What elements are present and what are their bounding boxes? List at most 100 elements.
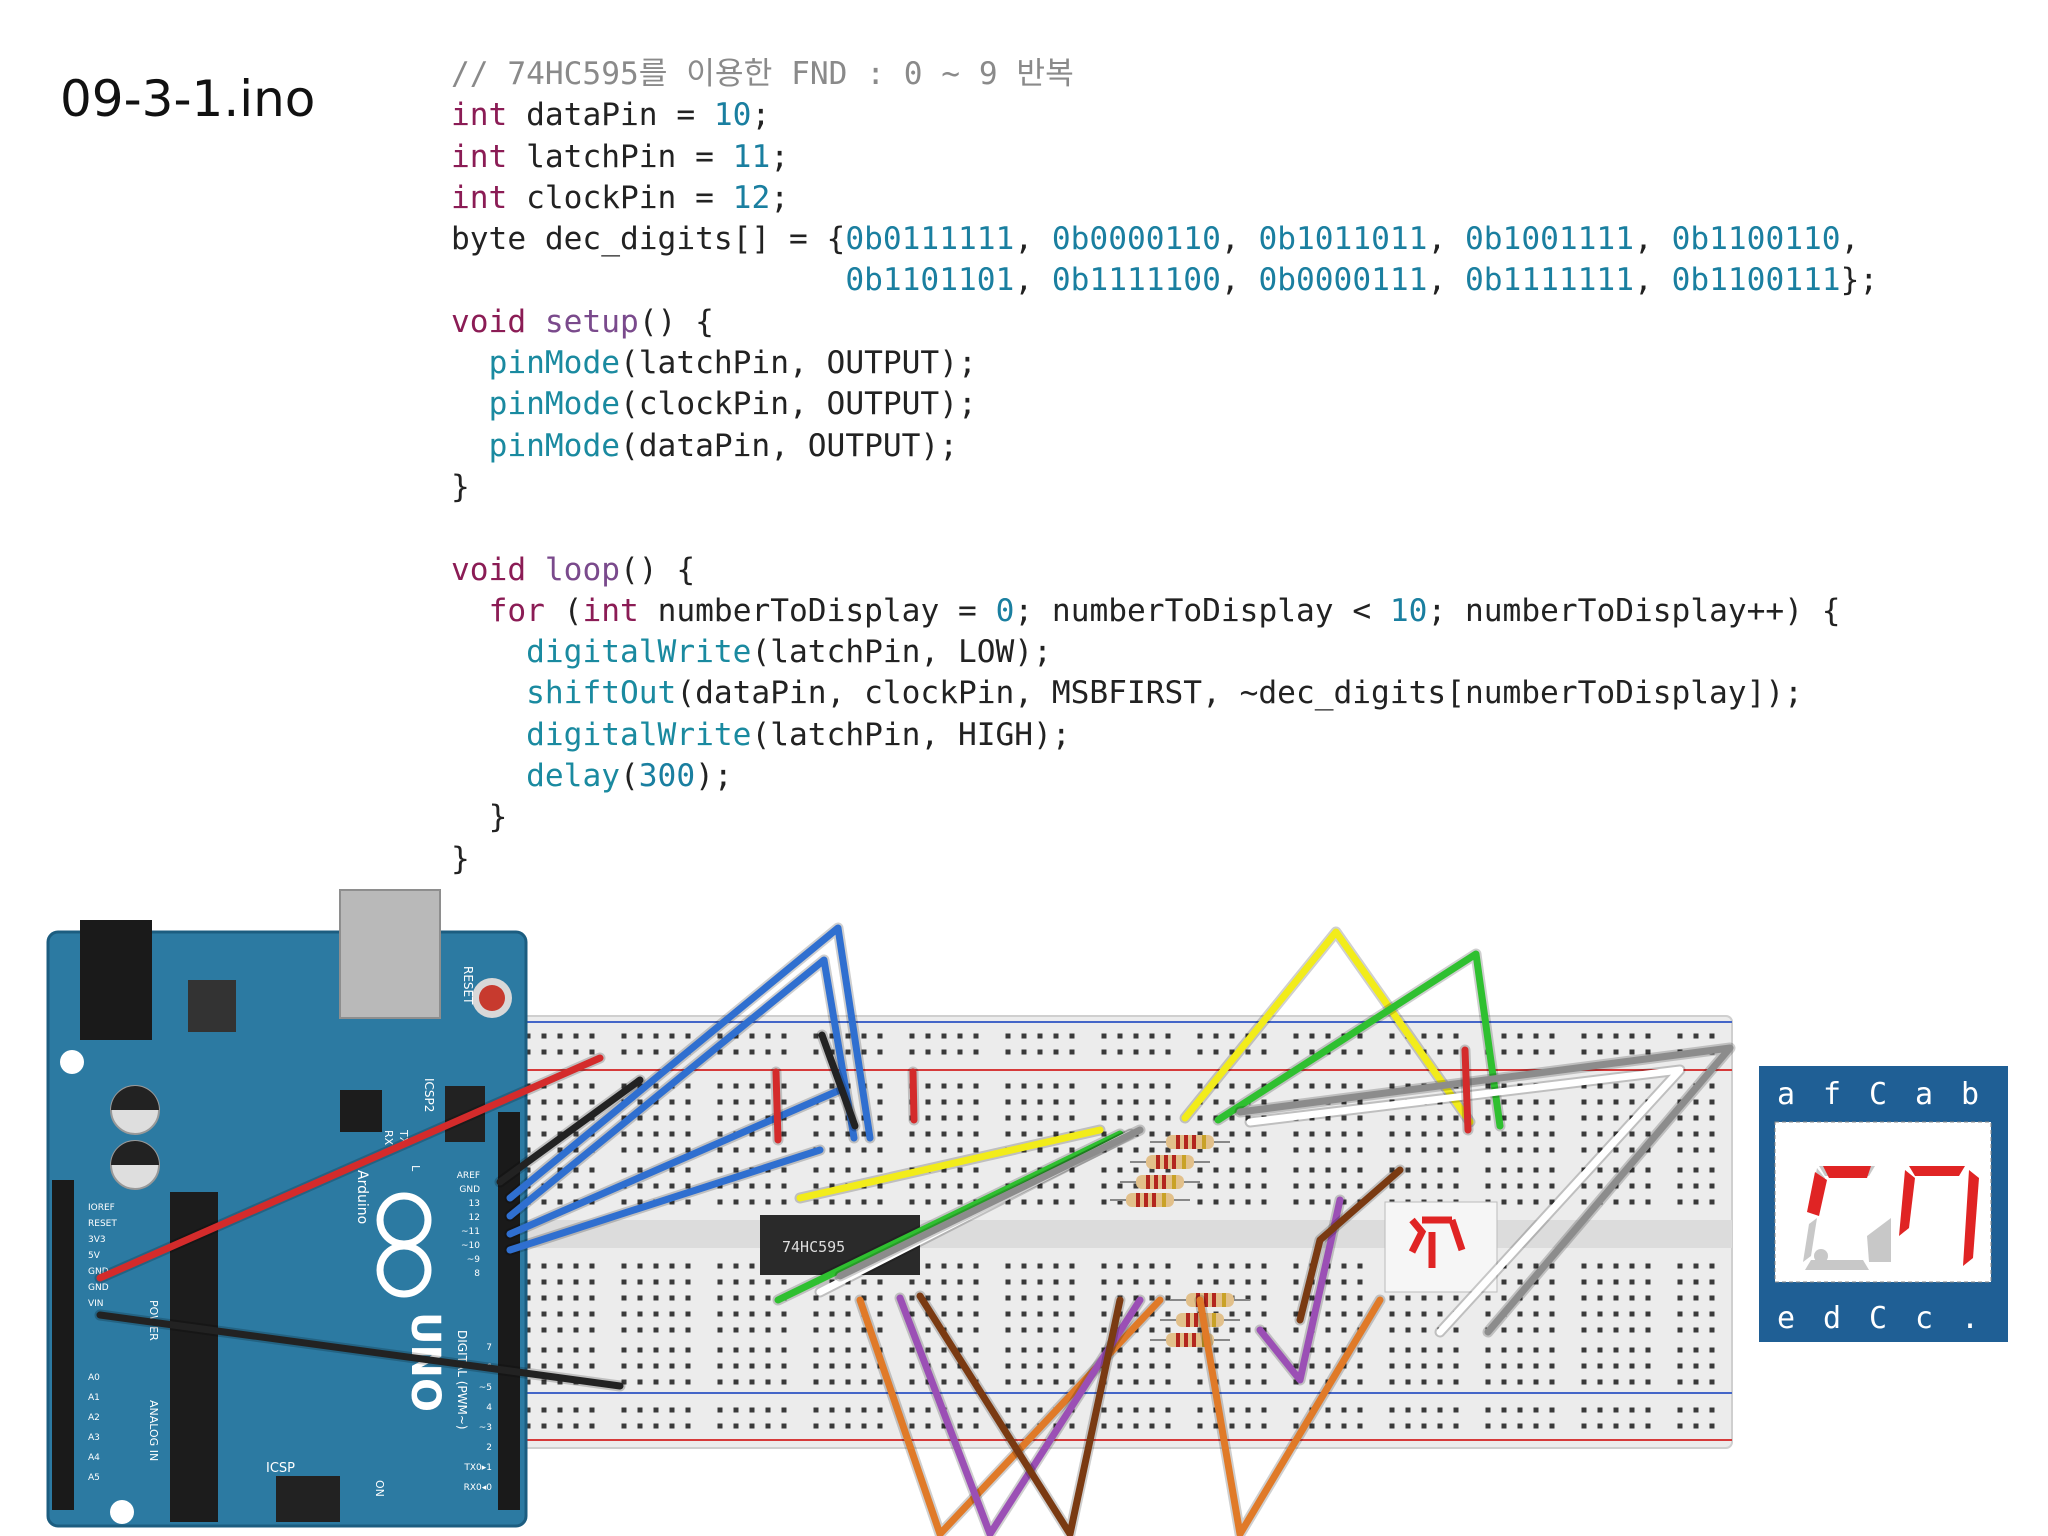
code-line-1: // 74HC595를 이용한 FND : 0 ~ 9 반복	[451, 54, 1878, 95]
pin-label: IOREF	[88, 1203, 115, 1213]
pin-label: 8	[474, 1269, 480, 1279]
pin-label: GND	[459, 1185, 480, 1195]
fnd-pin-label: a	[1777, 1077, 1795, 1112]
wire	[1236, 1044, 1734, 1336]
pin-label: ~9	[467, 1255, 481, 1265]
digit-code: 0b1111100	[1051, 262, 1221, 299]
wire	[506, 1146, 824, 1254]
setup-fn: setup	[544, 303, 639, 340]
loop-fn: loop	[544, 551, 620, 588]
resistor	[1146, 1155, 1194, 1169]
wire	[506, 924, 874, 1202]
pin-label: RESET	[88, 1219, 117, 1229]
pin-label: A5	[88, 1473, 100, 1483]
digit-code: 0b1101101	[845, 262, 1015, 299]
fnd-pin-label: e	[1777, 1301, 1795, 1336]
wire	[1461, 1046, 1472, 1134]
wire	[1214, 950, 1504, 1130]
datapin-value: 10	[713, 97, 752, 134]
pin-label: A2	[88, 1413, 100, 1423]
code-line-11: }	[451, 468, 470, 505]
clockpin-value: 12	[732, 179, 771, 216]
code-comment: // 74HC595를 이용한 FND : 0 ~ 9 반복	[451, 56, 1074, 92]
pin-label: ~10	[461, 1241, 480, 1251]
code-line-4: int clockPin = 12;	[451, 179, 790, 216]
fnd-pin-diagram: a f C a b e d C c .	[1759, 1066, 2008, 1342]
wire	[1246, 1066, 1684, 1336]
delay-value: 300	[638, 758, 696, 795]
resistor	[1126, 1193, 1174, 1207]
pin-label: A1	[88, 1393, 100, 1403]
fnd-pin-label: f	[1823, 1077, 1841, 1112]
digit-code: 0b1100110	[1671, 221, 1841, 258]
arduino-logo-icon	[376, 1192, 432, 1298]
latchpin-value: 11	[732, 138, 771, 175]
fnd-pin-label: b	[1961, 1077, 1979, 1112]
digitalwrite-call: digitalWrite	[526, 634, 752, 671]
pin-label: 7	[486, 1343, 492, 1353]
wire	[818, 1031, 859, 1130]
code-line-20: }	[451, 840, 470, 877]
wire	[909, 1068, 918, 1124]
code-listing: // 74HC595를 이용한 FND : 0 ~ 9 반복 int dataPi…	[451, 54, 1878, 880]
fnd-pin-label: c	[1915, 1301, 1933, 1336]
svg-text:ON: ON	[373, 1480, 386, 1497]
code-line-14: for (int numberToDisplay = 0; numberToDi…	[488, 592, 1841, 629]
pin-label: ~3	[479, 1423, 492, 1433]
pin-label: 2	[486, 1443, 492, 1453]
pin-label: 5V	[88, 1251, 101, 1261]
power-header	[52, 1180, 74, 1510]
wire	[1181, 928, 1474, 1126]
wire	[772, 1068, 782, 1144]
code-line-15: digitalWrite(latchPin, LOW);	[526, 634, 1052, 671]
svg-text:ANALOG IN: ANALOG IN	[147, 1400, 160, 1461]
wire	[1296, 1166, 1404, 1324]
code-line-6: 0b1101101, 0b1111100, 0b0000111, 0b11111…	[845, 262, 1879, 299]
pin-label: ~5	[479, 1383, 492, 1393]
keyword-int: int	[451, 179, 508, 216]
pin-label: VIN	[88, 1299, 104, 1309]
digit-code: 0b0000110	[1051, 221, 1221, 258]
pin-label: 3V3	[88, 1235, 106, 1245]
wire	[916, 1292, 1124, 1536]
resistor	[1166, 1135, 1214, 1149]
pin-label: RX0◂0	[464, 1483, 493, 1493]
fnd-bottom-labels: e d C c .	[1777, 1301, 1979, 1336]
digit-code: 0b1111111	[1465, 262, 1634, 299]
pinmode-call: pinMode	[488, 427, 620, 464]
keyword-int: int	[582, 592, 639, 629]
wire	[506, 1086, 844, 1238]
pin-label: 12	[469, 1213, 480, 1223]
keyword-for: for	[488, 592, 545, 629]
keyword-int: int	[451, 97, 508, 134]
code-line-2: int dataPin = 10;	[451, 97, 771, 134]
fnd-pin-label: .	[1961, 1301, 1979, 1336]
datapin-decl: dataPin =	[507, 97, 714, 134]
pin-label: 13	[469, 1199, 480, 1209]
wires	[94, 922, 1736, 1536]
byte-decl: byte dec_digits[] = {	[451, 221, 846, 258]
digit-code: 0b0000111	[1258, 262, 1428, 299]
brand-text: Arduino	[354, 1170, 370, 1224]
pinmode-call: pinMode	[488, 386, 620, 423]
file-title: 09-3-1.ino	[60, 70, 316, 128]
power-jack	[80, 920, 152, 1040]
digit-code: 0b1001111	[1465, 221, 1634, 258]
keyword-int: int	[451, 138, 508, 175]
code-line-10: pinMode(dataPin, OUTPUT);	[488, 427, 958, 464]
latchpin-decl: latchPin =	[507, 138, 733, 175]
svg-text:L: L	[409, 1165, 422, 1172]
arduino-board: RESET ICSP2 ICSP Arduino UNO DIGITAL (PW…	[46, 889, 528, 1528]
pin-label: GND	[88, 1283, 109, 1293]
delay-call: delay	[526, 758, 620, 795]
digit-code: 0b1011011	[1258, 221, 1428, 258]
code-line-18: delay(300);	[526, 758, 733, 795]
reset-label: RESET	[461, 966, 475, 1005]
code-line-13: void loop() {	[451, 551, 696, 588]
breadboard	[509, 1015, 1733, 1449]
keyword-void: void	[451, 551, 527, 588]
code-line-3: int latchPin = 11;	[451, 138, 790, 175]
fnd-pin-label: a	[1915, 1077, 1933, 1112]
code-line-7: void setup() {	[451, 303, 714, 340]
pin-label: A3	[88, 1433, 100, 1443]
